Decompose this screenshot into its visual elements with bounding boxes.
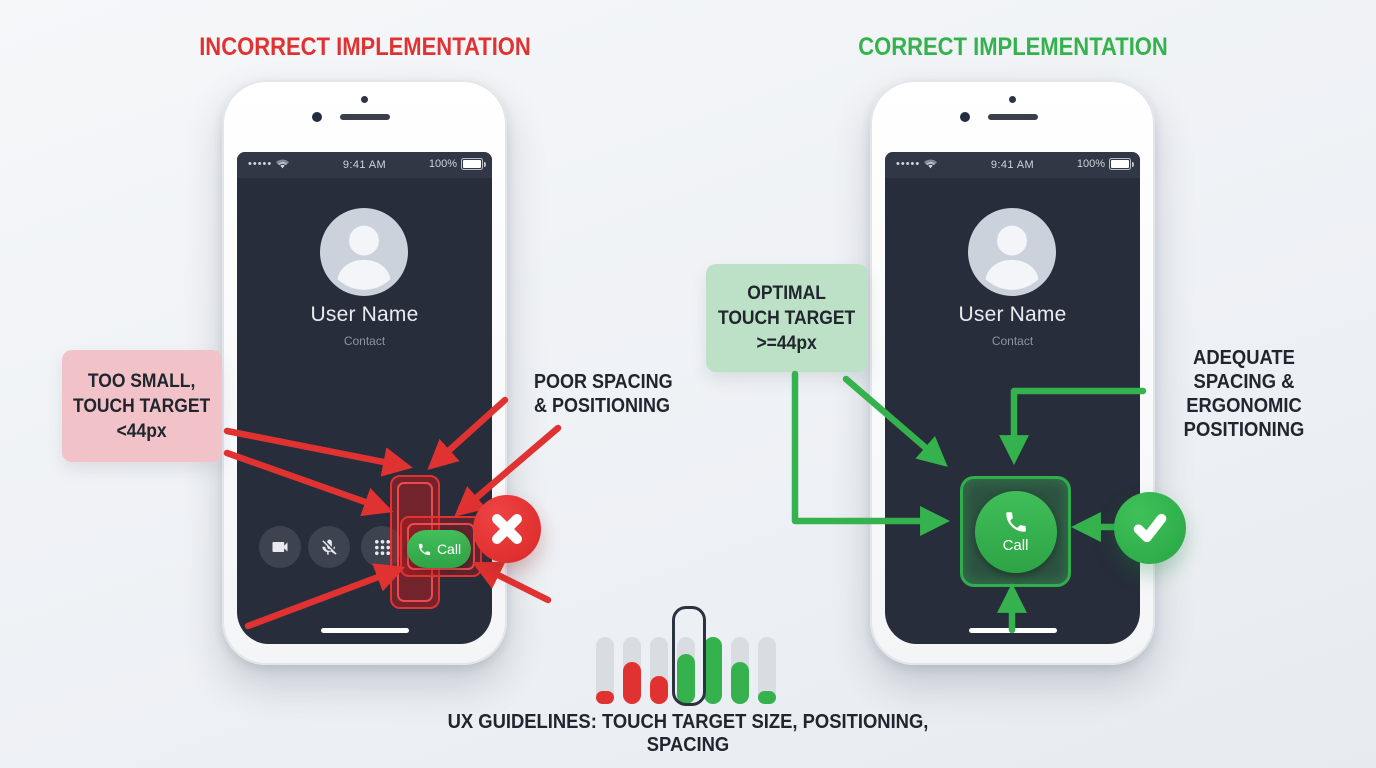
note-line: TOUCH TARGET — [73, 395, 211, 417]
note-line: >=44px — [756, 332, 818, 354]
note-line: SPACING & — [1193, 371, 1295, 393]
home-indicator[interactable] — [320, 628, 409, 633]
note-line: POSITIONING — [1183, 419, 1305, 441]
person-silhouette-icon — [985, 225, 1039, 290]
guideline-bar-fill — [731, 662, 749, 704]
guideline-bar-fill — [623, 662, 641, 704]
person-silhouette-icon — [337, 225, 391, 290]
mic-muted-icon — [321, 539, 337, 555]
check-icon — [1133, 513, 1167, 543]
note-line: ERGONOMIC — [1186, 395, 1302, 417]
wifi-icon — [276, 159, 290, 169]
call-button-large[interactable]: Call — [974, 490, 1057, 573]
guideline-bar-fill — [758, 691, 776, 704]
battery-percent: 100% — [1076, 158, 1105, 170]
user-name: User Name — [958, 303, 1067, 326]
avatar — [320, 208, 408, 296]
guideline-bar — [704, 637, 722, 704]
sensor-dot — [1009, 96, 1016, 103]
home-indicator[interactable] — [968, 628, 1057, 633]
guideline-bar — [677, 637, 695, 704]
footer-caption: UX GUIDELINES: TOUCH TARGET SIZE, POSITI… — [447, 711, 929, 756]
phone-icon — [1005, 512, 1026, 532]
status-bar: ••••• 9:41 AM 100% — [237, 152, 492, 178]
note-line: OPTIMAL — [747, 282, 827, 304]
optimal-target-note: OPTIMAL TOUCH TARGET >=44px — [706, 264, 868, 372]
success-badge — [1114, 492, 1186, 564]
battery-percent: 100% — [428, 158, 457, 170]
call-button-label: Call — [436, 541, 462, 557]
front-camera-icon — [312, 112, 322, 122]
signal-indicator: ••••• — [248, 158, 290, 170]
note-line: <44px — [116, 420, 168, 442]
guideline-bar-fill — [704, 637, 722, 704]
poor-spacing-note: POOR SPACING & POSITIONING — [534, 370, 673, 418]
guideline-bar — [758, 637, 776, 704]
note-line: ADEQUATE — [1193, 347, 1295, 369]
signal-dots: ••••• — [248, 158, 273, 170]
error-badge — [473, 495, 541, 563]
status-bar: ••••• 9:41 AM 100% — [885, 152, 1140, 178]
note-line: & POSITIONING — [534, 395, 671, 417]
note-line: TOUCH TARGET — [718, 307, 856, 329]
battery-indicator: 100% — [1076, 158, 1134, 170]
guideline-bar-fill — [677, 654, 695, 704]
optimal-touch-target-zone: Call — [960, 476, 1071, 587]
highlighted-bar-outline — [672, 606, 706, 706]
note-line: POOR SPACING — [534, 371, 673, 393]
call-button-label: Call — [1002, 537, 1029, 554]
battery-icon — [1109, 158, 1134, 170]
note-line: TOO SMALL, — [88, 370, 196, 392]
phone-incorrect: ••••• 9:41 AM 100% User Name Contact — [222, 80, 507, 665]
adequate-spacing-note: ADEQUATE SPACING & ERGONOMIC POSITIONING — [1178, 346, 1310, 442]
earpiece-speaker — [988, 114, 1038, 120]
guideline-bar — [623, 637, 641, 704]
incorrect-title: INCORRECT IMPLEMENTATION — [199, 33, 531, 61]
x-icon — [492, 514, 522, 544]
guideline-bars — [596, 606, 786, 706]
phone-icon — [418, 543, 431, 555]
video-call-button[interactable] — [259, 526, 301, 568]
guideline-bar — [650, 637, 668, 704]
guideline-bar-fill — [650, 676, 668, 704]
earpiece-speaker — [340, 114, 390, 120]
sensor-dot — [361, 96, 368, 103]
signal-dots: ••••• — [896, 158, 921, 170]
avatar — [968, 208, 1056, 296]
front-camera-icon — [960, 112, 970, 122]
too-small-note: TOO SMALL, TOUCH TARGET <44px — [62, 350, 222, 462]
contact-label: Contact — [343, 334, 386, 348]
user-name: User Name — [310, 303, 419, 326]
keypad-icon — [374, 539, 390, 555]
status-time: 9:41 AM — [342, 159, 387, 171]
wifi-icon — [924, 159, 938, 169]
battery-indicator: 100% — [428, 158, 486, 170]
status-time: 9:41 AM — [990, 159, 1035, 171]
guideline-bar-fill — [596, 691, 614, 704]
correct-title: CORRECT IMPLEMENTATION — [858, 33, 1168, 61]
video-camera-icon — [272, 542, 288, 552]
signal-indicator: ••••• — [896, 158, 938, 170]
guideline-bar — [731, 637, 749, 704]
call-button-small[interactable]: Call — [407, 530, 471, 568]
mute-button[interactable] — [308, 526, 350, 568]
contact-label: Contact — [991, 334, 1034, 348]
battery-icon — [461, 158, 486, 170]
guideline-bar — [596, 637, 614, 704]
